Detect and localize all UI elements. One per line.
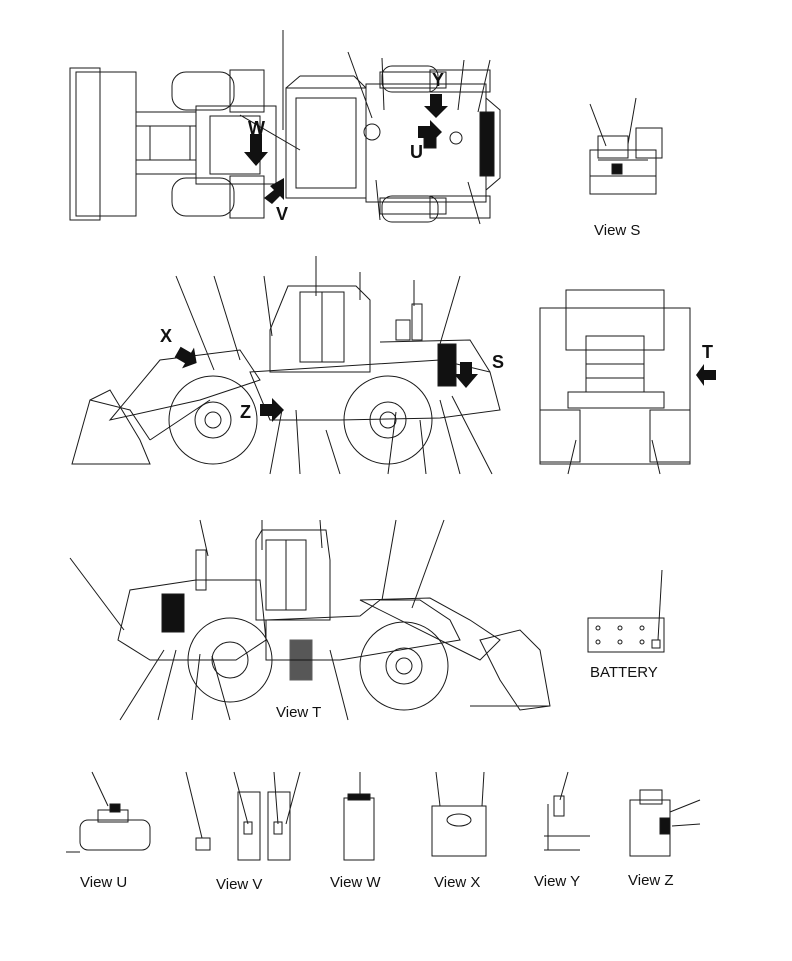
top-view-machine	[70, 30, 500, 224]
marker-u: U	[410, 142, 423, 162]
caption-view-z: View Z	[628, 872, 674, 889]
marker-s: S	[492, 352, 505, 372]
battery-diagram	[588, 618, 664, 652]
marker-v: V	[276, 204, 289, 224]
caption-view-s: View S	[594, 222, 641, 239]
view-u-detail	[66, 772, 150, 852]
marker-w: W	[248, 118, 265, 138]
view-s-detail	[590, 98, 662, 194]
caption-view-t: View T	[276, 704, 322, 721]
caption-view-u: View U	[80, 874, 128, 891]
caption-view-x: View X	[434, 874, 481, 891]
marker-z: Z	[240, 402, 251, 422]
view-t-machine	[70, 520, 662, 720]
view-v-detail	[186, 772, 300, 860]
side-view-machine	[72, 256, 500, 474]
marker-t: T	[702, 342, 713, 362]
marker-y: Y	[432, 70, 445, 90]
view-w-detail	[344, 772, 374, 860]
rear-view-machine	[540, 290, 716, 474]
caption-battery: BATTERY	[590, 664, 658, 681]
view-x-detail	[432, 772, 486, 856]
caption-view-v: View V	[216, 876, 263, 893]
caption-view-y: View Y	[534, 873, 581, 890]
view-y-detail	[544, 772, 590, 850]
caption-view-w: View W	[330, 874, 381, 891]
view-z-detail	[630, 790, 700, 856]
marker-x: X	[160, 326, 173, 346]
